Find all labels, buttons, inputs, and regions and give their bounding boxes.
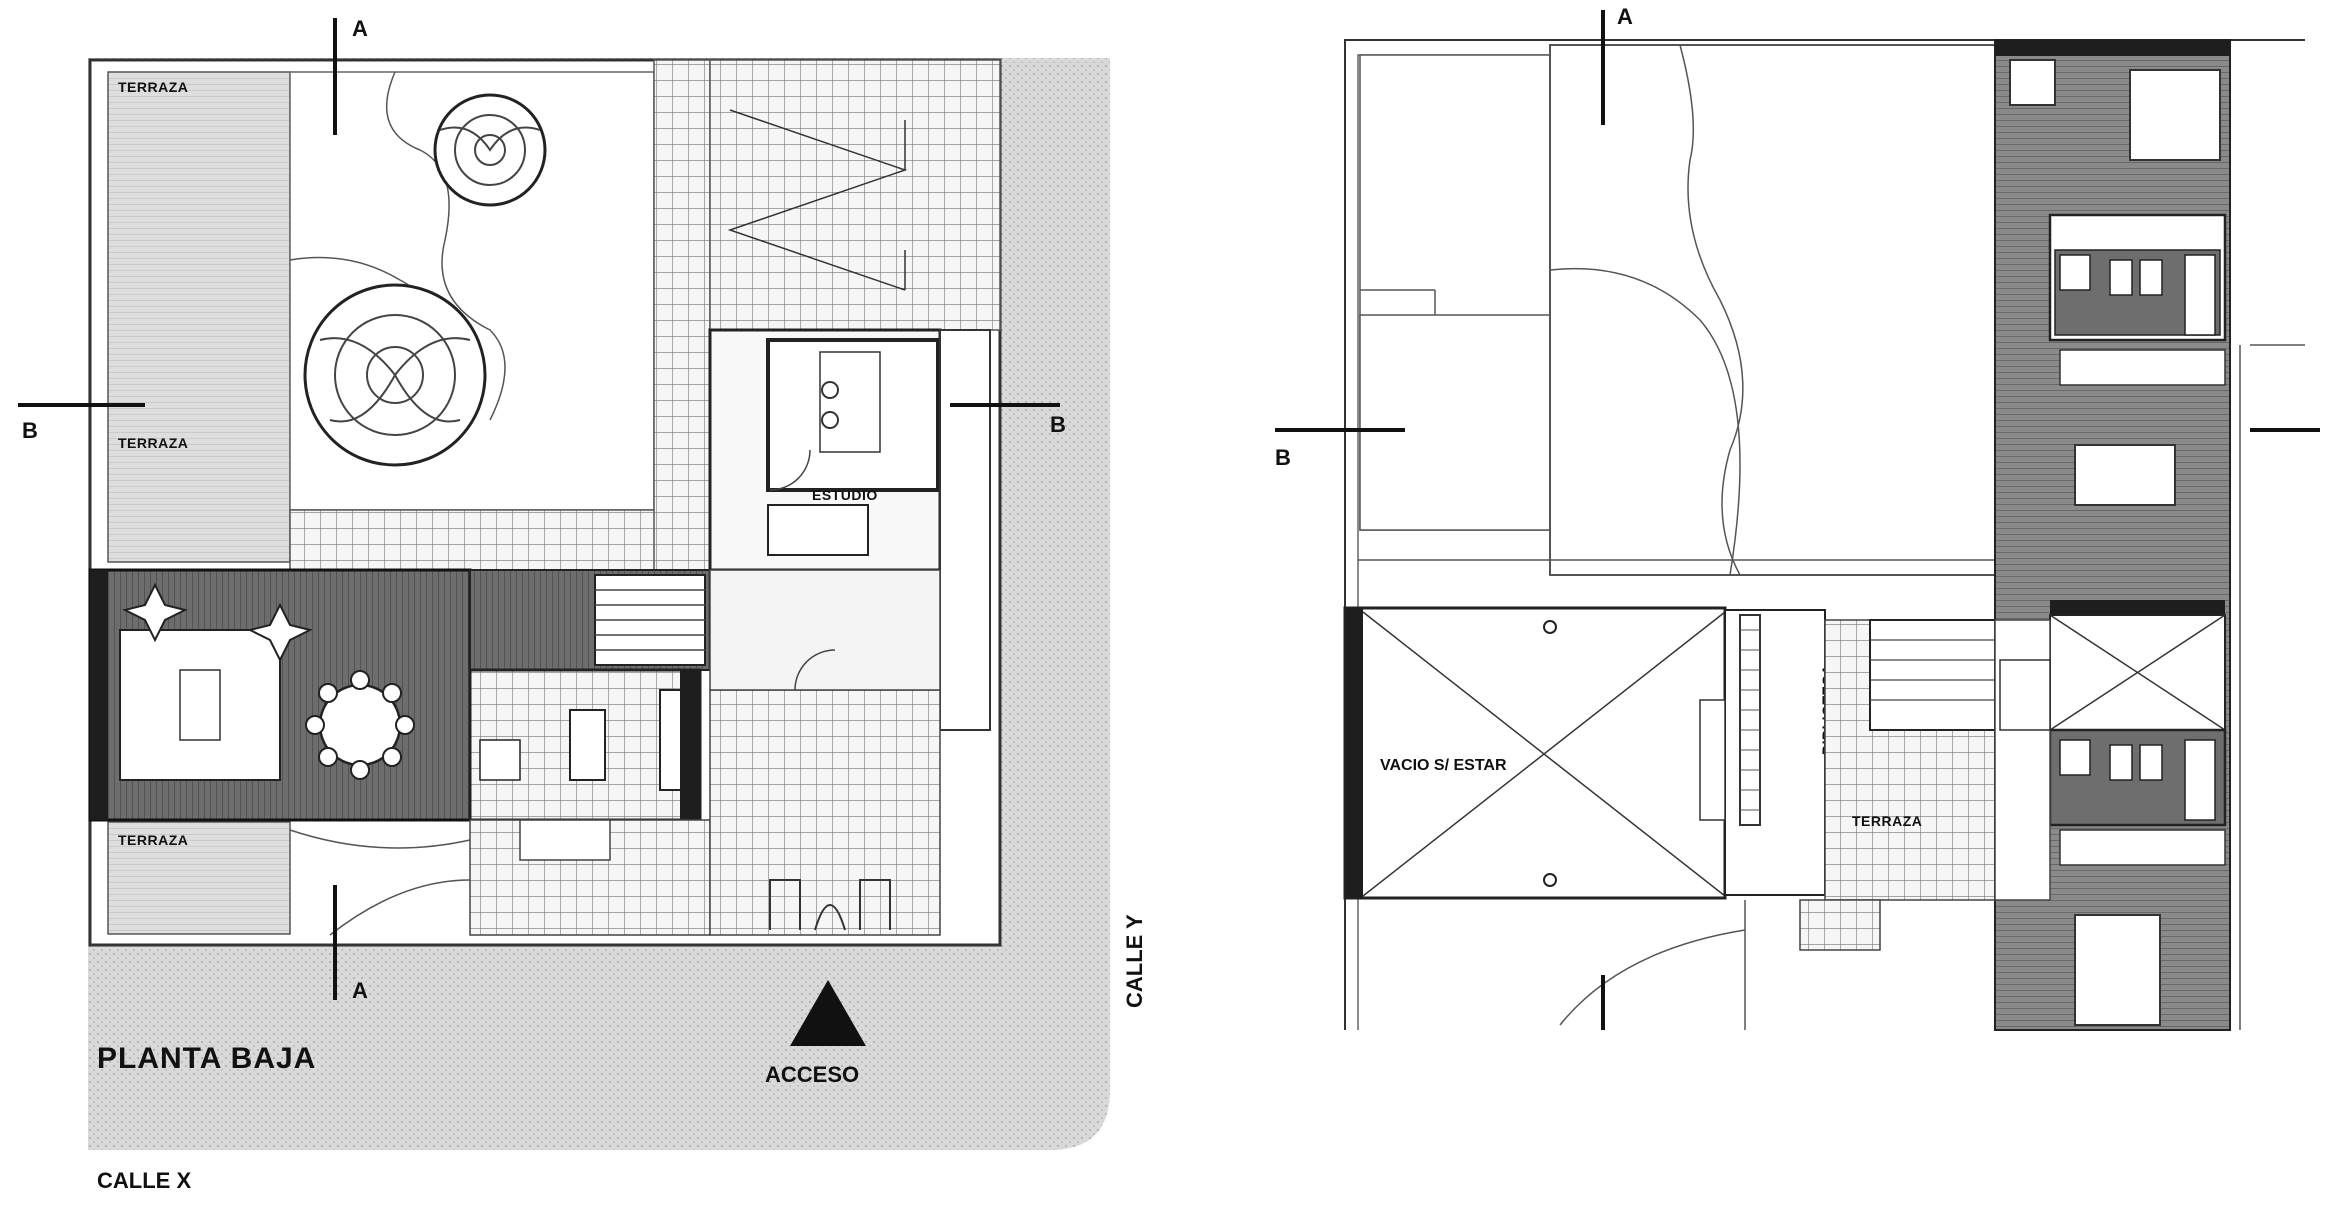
- section-a-label-upper: A: [1617, 4, 1633, 29]
- bed-icon: [2129, 69, 2221, 161]
- section-a-label-bottom: A: [352, 978, 368, 1003]
- living-wall: [90, 570, 108, 820]
- calle-y-label: CALLE Y: [1122, 914, 1147, 1008]
- access-corridor: [709, 689, 941, 936]
- estudio-label: ESTUDIO: [812, 487, 878, 503]
- courtyard-zigzag: [727, 109, 908, 291]
- vacio-label: VACIO S/ ESTAR: [1380, 757, 1507, 774]
- ground-floor-plan: ESTUDIO: [18, 16, 1147, 1193]
- section-b-label-upper: B: [1275, 445, 1291, 470]
- paving-strip: [289, 509, 711, 571]
- terrace-deck-lower: [107, 821, 291, 935]
- bed-icon: [2074, 914, 2161, 1026]
- stairs: [594, 574, 706, 666]
- section-b-label-left: B: [22, 418, 38, 443]
- terraza-label-upper: TERRAZA: [118, 79, 188, 95]
- vacio-void: [1343, 606, 1727, 900]
- paving-column: [653, 59, 711, 571]
- calle-x-label: CALLE X: [97, 1168, 191, 1193]
- terrace-deck-upper: [107, 71, 291, 563]
- terraza-upper-label: TERRAZA: [1852, 813, 1922, 829]
- section-b-label-right: B: [1050, 412, 1066, 437]
- terraza-label-low: TERRAZA: [118, 832, 188, 848]
- bed-icon: [2074, 444, 2176, 506]
- planta-baja-title: PLANTA BAJA: [97, 1042, 316, 1075]
- acceso-label: ACCESO: [765, 1062, 859, 1087]
- tree-lower: [303, 283, 487, 467]
- tree-upper: [433, 93, 547, 207]
- section-a-label-top: A: [352, 16, 368, 41]
- access-arrow-icon: [790, 980, 866, 1046]
- plant-icon: [247, 602, 313, 663]
- plant-icon: [122, 582, 188, 643]
- terraza-label-mid: TERRAZA: [118, 435, 188, 451]
- upper-floor-plan: VACIO S/ ESTAR BIBLIOTECA TERRAZ: [1275, 4, 2320, 1031]
- courtyard-grid: [709, 59, 1001, 331]
